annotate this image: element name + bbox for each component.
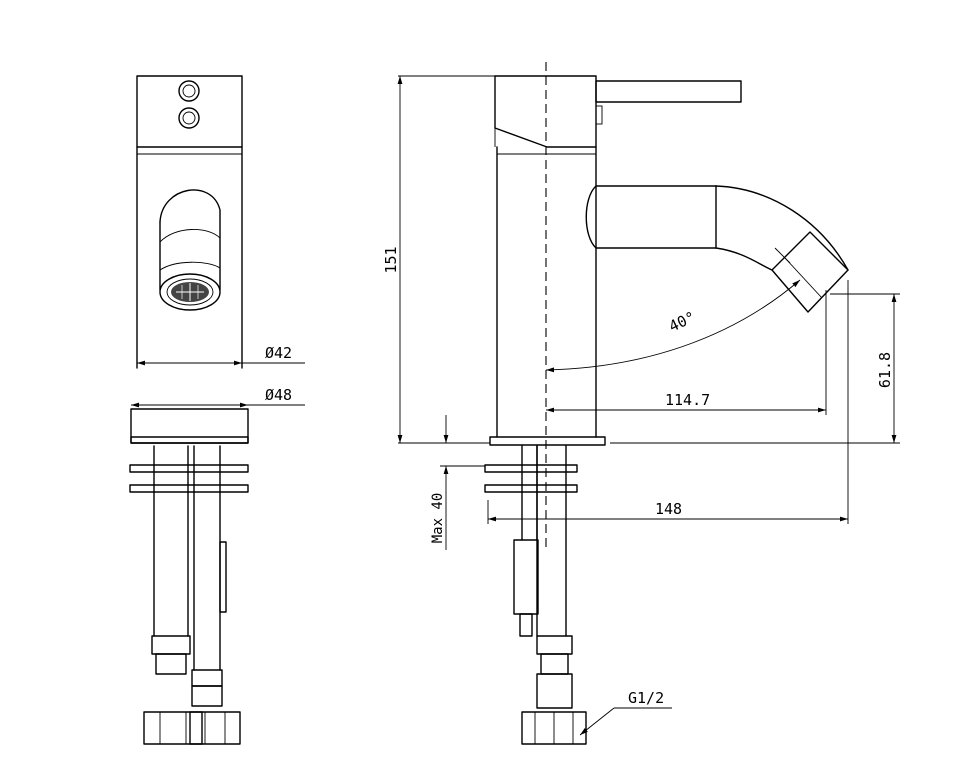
dim-overall-length: 148 xyxy=(655,500,682,518)
dim-base-diameter: Ø48 xyxy=(265,386,292,404)
dim-height-total: 151 xyxy=(382,246,400,273)
dim-spout-reach: 114.7 xyxy=(665,391,710,409)
dim-spout-height: 61.8 xyxy=(876,352,894,388)
dim-thread: G1/2 xyxy=(628,689,664,707)
dim-angle: 40° xyxy=(666,308,698,336)
aerator-mesh-icon xyxy=(171,282,209,302)
dim-body-diameter: Ø42 xyxy=(265,344,292,362)
front-view: Ø42 Ø48 xyxy=(129,75,305,745)
side-view: 151 40° 114.7 61.8 148 Max 40 G1/2 xyxy=(382,62,900,745)
dim-max-thickness: Max 40 xyxy=(430,493,446,544)
